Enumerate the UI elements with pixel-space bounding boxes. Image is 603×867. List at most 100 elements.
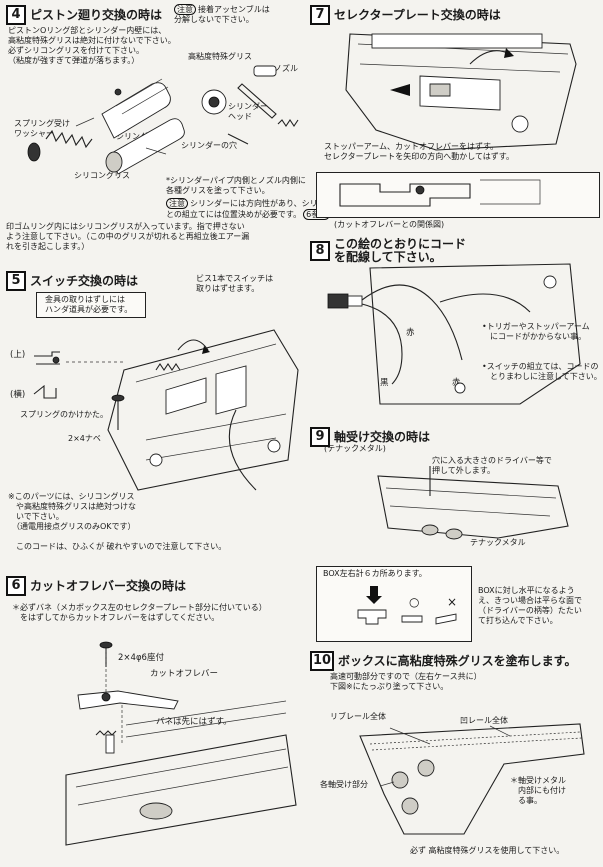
solder-box: 金具の取りはずしには ハンダ道具が必要です。 [36, 292, 146, 318]
cutoff-post [105, 734, 115, 754]
switch-arrow [177, 339, 209, 351]
label-grease-hv: 高粘度特殊グリス [188, 52, 252, 61]
wire-red [361, 284, 463, 361]
section-8-number: 8 [310, 241, 330, 261]
solder-note: 金具の取りはずしには ハンダ道具が必要です。 [45, 295, 133, 314]
label-rail: リブレール全体 [330, 712, 386, 721]
section-9-note: 穴に入る大きさのドライバー等で 押して外します。 [432, 456, 552, 475]
section-10-title: ボックスに高粘度特殊グリスを塗布します。 [338, 654, 577, 668]
section-7-caption: (カットオフレバーとの関係図) [334, 220, 445, 229]
grease-bearing-3 [401, 797, 419, 815]
label-bearings: 各軸受け部分 [320, 780, 368, 789]
section-10-illustration [359, 723, 585, 835]
label-spring-hook: スプリングのかけかた。 [20, 410, 108, 419]
section-9-header: 9 軸受け交換の時は [310, 426, 430, 447]
label-nozzle: ノズル [274, 64, 298, 73]
label-spring-washer: スプリング受け ワッシャー [14, 119, 70, 138]
battery-connector [327, 293, 349, 309]
cutoff-spring [95, 730, 117, 736]
selector-plate-top [371, 33, 543, 49]
label-cylinder-hole: シリンダーの穴 [181, 141, 237, 150]
section-4-illustration [27, 65, 299, 175]
section-7-illustration [339, 33, 577, 207]
section-4-intro: ピストンOリング部とシリンダー内壁には、 高粘度特殊グリスは絶対に付けないで下さ… [8, 26, 176, 65]
section-5: 5 スイッチ交換の時は 金具の取りはずしには ハンダ道具が必要です。 ビス1本でス… [6, 270, 304, 560]
caution-2-text: シリンダーには方向性があり、シリンダーヘッド との組立てには位置決めが必要です。 [166, 199, 366, 219]
label-side: (横) [10, 390, 26, 400]
note-grease: *シリンダーパイプ内側とノズル内側に 各種グリスを塗って下さい。 [166, 176, 306, 195]
bearing-left [421, 524, 439, 536]
switch-side-view [33, 384, 57, 399]
section-8-note-2: •スイッチの組立ては、コードの とりまわしに注意して下さい。 [482, 362, 602, 381]
piston-spring [45, 129, 93, 149]
section-5-title: スイッチ交換の時は [30, 274, 139, 288]
section-6-number: 6 [6, 575, 26, 596]
screw-note: ビス1本でスイッチは 取りはずせます。 [196, 274, 274, 293]
label-screw: 2×4ナベ [68, 434, 101, 443]
tappet-plate [227, 83, 277, 145]
cylinder-pipe [109, 118, 185, 175]
section-9-side-note: BOXに対し水平になるよう え、きつい場合は平らな面で （ドライバーの柄等）たた… [478, 586, 582, 625]
bearing-right [445, 528, 463, 540]
section-5-illustration [33, 329, 299, 491]
tappet-spring [277, 119, 299, 127]
section-7-number: 7 [310, 4, 330, 25]
section-6-header: 6 カットオフレバー交換の時は [6, 575, 186, 596]
bearing-correct [357, 609, 387, 625]
section-10-note: 高速可動部分ですので（左右ケース共に） 下図※にたっぷり塗って下さい。 [330, 672, 482, 691]
section-9-number: 9 [310, 426, 330, 447]
switch-top-view [34, 351, 60, 365]
switch-block [165, 377, 207, 415]
bearing-down-arrow [366, 586, 382, 604]
section-8-note-1: •トリガーやストッパーアーム にコードがかからない事。 [482, 322, 590, 341]
selector-arrow-left [390, 84, 410, 96]
section-10-footer: 必ず 高粘度特殊グリスを使用して下さい。 [410, 846, 565, 855]
wiring-mechbox [369, 263, 581, 405]
cutoff-lever [77, 690, 179, 710]
section-4-caution-1: 注意接着アッセンブルは 分解しないで下さい。 [174, 4, 270, 25]
section-5-header: 5 スイッチ交換の時は [6, 270, 138, 291]
cord-note: このコードは、ひふくが 破れやすいので注意して下さい。 [16, 542, 227, 551]
section-9-illustration [357, 466, 569, 625]
cylinder-pipe-end [105, 151, 123, 173]
symbol-ok: ○ [409, 595, 420, 609]
grease-mechbox [359, 723, 585, 835]
parts-note: ※このパーツには、シリコングリス や高粘度特殊グリスは絶対つけな いで下さい。 … [8, 492, 136, 531]
switch-mechbox [107, 329, 299, 491]
section-7-header: 7 セレクタープレート交換の時は [310, 4, 501, 25]
switch-wire [228, 409, 257, 491]
section-9-title: 軸受け交換の時は [334, 430, 431, 444]
bearing-box: BOX左右計６カ所あります。 ○ × [316, 566, 472, 642]
label-top: (上) [10, 350, 26, 360]
section-9-sub: (テナックメタル) [324, 444, 386, 453]
spring-washer [27, 142, 41, 162]
mark-note: 印ゴムリング内にはシリコングリスが入っています。指で押さない よう注意して下さい… [6, 222, 250, 251]
section-6-title: カットオフレバー交換の時は [30, 579, 187, 593]
nozzle [253, 65, 277, 77]
section-8-title: この絵のとおりにコード を配線して下さい。 [334, 237, 467, 264]
caution-1-text: 接着アッセンブルは 分解しないで下さい。 [174, 5, 270, 24]
label-groove: 凹レール全体 [460, 716, 508, 725]
selector-mechbox [345, 33, 577, 151]
grease-bearing-1 [391, 771, 409, 789]
section-6-illustration [65, 641, 297, 846]
label-bearing-note: ＊軸受けメタル 内部にも付け る事。 [510, 776, 566, 805]
selector-arrow-up [469, 50, 511, 65]
section-4-title: ピストン廻り交換の時は [30, 8, 163, 22]
switch-spring [155, 363, 181, 371]
section-5-number: 5 [6, 270, 26, 291]
o-ring-marker [114, 88, 122, 96]
bearing-box-title: BOX左右計６カ所あります。 [323, 569, 427, 578]
label-spring-first: バネは先にはずす。 [156, 717, 232, 727]
label-cutoff: カットオフレバー [150, 669, 219, 679]
section-7-title: セレクタープレート交換の時は [334, 8, 501, 22]
label-tenac: テナックメタル [470, 538, 526, 547]
